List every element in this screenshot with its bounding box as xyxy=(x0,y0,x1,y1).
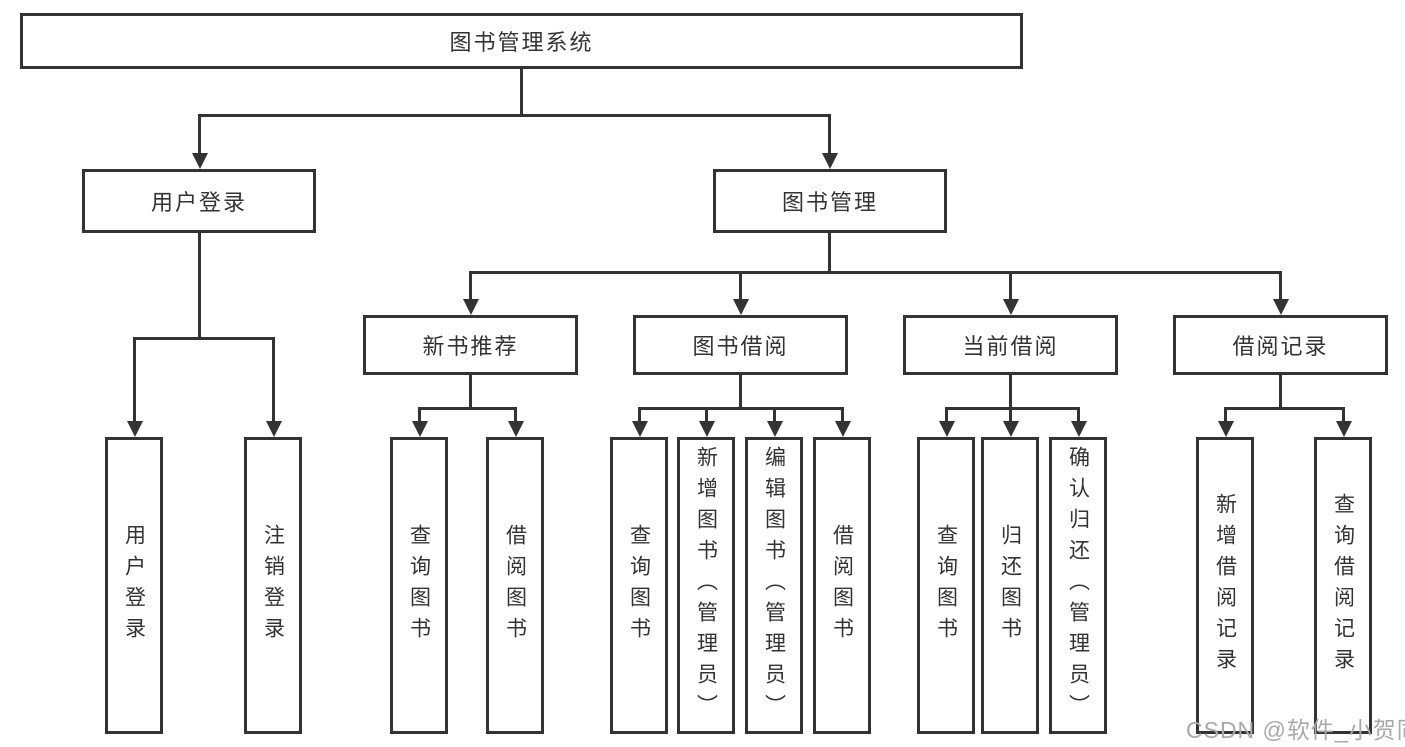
arrowhead-leaf-user-login xyxy=(127,421,143,437)
connector-to-leaf-user-login xyxy=(133,337,136,421)
leaf-logout-label: 注销登录 xyxy=(261,523,285,648)
node-current-borrow: 当前借阅 xyxy=(903,315,1118,375)
connector-borrow-stem xyxy=(739,375,742,407)
arrowhead-book-borrow xyxy=(733,299,749,315)
leaf-current-confirm-return-admin: 确认归还（管理员） xyxy=(1049,437,1107,734)
connector-records-crossbar xyxy=(1224,407,1345,410)
leaf-current-return-books-label: 归还图书 xyxy=(998,523,1022,648)
leaf-borrow-query-books: 查询图书 xyxy=(610,437,668,734)
leaf-borrow-query-books-label: 查询图书 xyxy=(627,523,651,648)
connector-to-leaf-borrow-add xyxy=(705,407,708,421)
leaf-recommend-borrow-books: 借阅图书 xyxy=(486,437,544,734)
connector-to-leaf-logout xyxy=(272,337,275,421)
connector-to-leaf-current-confirm xyxy=(1077,407,1080,421)
arrowhead-new-book-recommend xyxy=(463,299,479,315)
connector-root-to-book-management xyxy=(828,114,831,153)
connector-user-login-crossbar xyxy=(133,337,275,340)
leaf-recommend-borrow-books-label: 借阅图书 xyxy=(503,523,527,648)
arrowhead-book-management xyxy=(822,153,838,169)
connector-to-new-book-recommend xyxy=(469,271,472,299)
connector-borrow-crossbar xyxy=(638,407,844,410)
connector-book-management-crossbar xyxy=(469,271,1282,274)
arrowhead-leaf-recommend-query xyxy=(412,421,428,437)
connector-to-leaf-borrow-borrow xyxy=(841,407,844,421)
connector-to-book-borrow xyxy=(739,271,742,299)
connector-root-stem xyxy=(520,69,523,114)
arrowhead-leaf-logout xyxy=(266,421,282,437)
arrowhead-leaf-current-confirm xyxy=(1071,421,1087,437)
connector-to-borrow-records xyxy=(1279,271,1282,299)
arrowhead-leaf-records-add xyxy=(1218,421,1234,437)
leaf-user-login: 用户登录 xyxy=(105,437,163,734)
arrowhead-borrow-records xyxy=(1273,299,1289,315)
connector-user-login-stem xyxy=(198,233,201,337)
leaf-borrow-borrow-books-label: 借阅图书 xyxy=(830,523,854,648)
connector-root-to-user-login xyxy=(198,114,201,153)
connector-root-crossbar xyxy=(198,114,831,117)
arrowhead-leaf-records-query xyxy=(1336,421,1352,437)
csdn-watermark: CSDN @软件_小贺同学 xyxy=(1186,717,1405,743)
leaf-logout: 注销登录 xyxy=(244,437,302,734)
connector-to-leaf-borrow-query xyxy=(638,407,641,421)
leaf-records-query-record-label: 查询借阅记录 xyxy=(1331,492,1355,679)
node-borrow-records: 借阅记录 xyxy=(1173,315,1388,375)
leaf-borrow-add-books-admin: 新增图书（管理员） xyxy=(677,437,735,734)
arrowhead-leaf-current-return xyxy=(1003,421,1019,437)
connector-current-stem xyxy=(1009,375,1012,407)
connector-recommend-stem xyxy=(469,375,472,407)
connector-to-leaf-current-return xyxy=(1009,407,1012,421)
connector-to-current-borrow xyxy=(1009,271,1012,299)
arrowhead-leaf-current-query xyxy=(939,421,955,437)
leaf-borrow-add-books-admin-label: 新增图书（管理员） xyxy=(694,446,718,725)
leaf-records-add-record: 新增借阅记录 xyxy=(1196,437,1254,734)
leaf-current-query-books: 查询图书 xyxy=(917,437,975,734)
connector-current-crossbar xyxy=(945,407,1080,410)
arrowhead-leaf-borrow-borrow xyxy=(835,421,851,437)
leaf-current-query-books-label: 查询图书 xyxy=(934,523,958,648)
arrowhead-leaf-recommend-borrow xyxy=(508,421,524,437)
connector-recommend-crossbar xyxy=(418,407,517,410)
leaf-records-query-record: 查询借阅记录 xyxy=(1314,437,1372,734)
arrowhead-leaf-borrow-add xyxy=(699,421,715,437)
connector-to-leaf-recommend-query xyxy=(418,407,421,421)
node-user-login: 用户登录 xyxy=(82,169,316,233)
connector-to-leaf-current-query xyxy=(945,407,948,421)
node-root-library-system: 图书管理系统 xyxy=(20,13,1023,69)
node-new-book-recommend: 新书推荐 xyxy=(363,315,578,375)
connector-book-management-stem xyxy=(828,233,831,271)
node-book-management: 图书管理 xyxy=(713,169,947,233)
leaf-user-login-label: 用户登录 xyxy=(122,523,146,648)
leaf-borrow-borrow-books: 借阅图书 xyxy=(813,437,871,734)
connector-to-leaf-records-add xyxy=(1224,407,1227,421)
connector-records-stem xyxy=(1279,375,1282,407)
connector-to-leaf-borrow-edit xyxy=(773,407,776,421)
leaf-borrow-edit-books-admin-label: 编辑图书（管理员） xyxy=(762,446,786,725)
arrowhead-user-login xyxy=(192,153,208,169)
node-book-borrow: 图书借阅 xyxy=(633,315,848,375)
arrowhead-current-borrow xyxy=(1003,299,1019,315)
leaf-borrow-edit-books-admin: 编辑图书（管理员） xyxy=(745,437,803,734)
leaf-recommend-query-books: 查询图书 xyxy=(390,437,448,734)
leaf-records-add-record-label: 新增借阅记录 xyxy=(1213,492,1237,679)
arrowhead-leaf-borrow-edit xyxy=(767,421,783,437)
connector-to-leaf-recommend-borrow xyxy=(514,407,517,421)
leaf-current-return-books: 归还图书 xyxy=(981,437,1039,734)
arrowhead-leaf-borrow-query xyxy=(632,421,648,437)
leaf-current-confirm-return-admin-label: 确认归还（管理员） xyxy=(1066,446,1090,725)
connector-to-leaf-records-query xyxy=(1342,407,1345,421)
leaf-recommend-query-books-label: 查询图书 xyxy=(407,523,431,648)
